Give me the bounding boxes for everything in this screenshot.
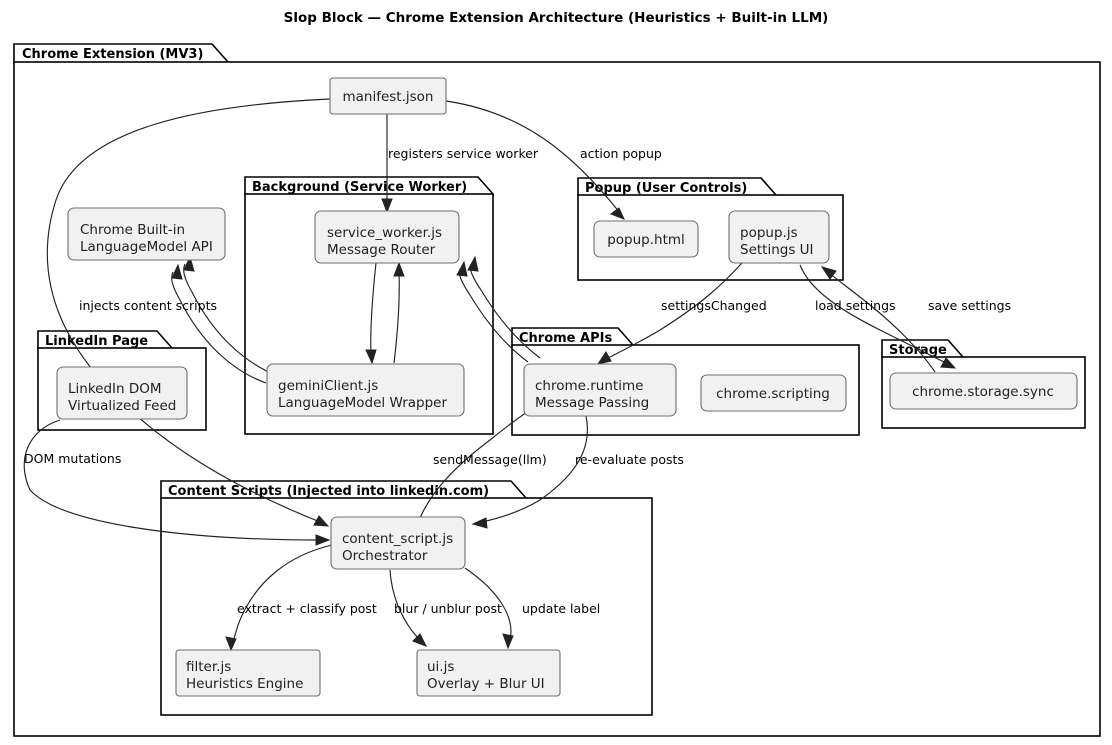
node-label-chrome-runtime-line2: Message Passing — [535, 395, 649, 411]
package-label-content-scripts: Content Scripts (Injected into linkedin.… — [168, 484, 489, 499]
node-chrome-builtin-languagemodel-api[interactable]: Chrome Built-in LanguageModel API — [67, 207, 226, 261]
node-label-linkedin-dom-line2: Virtualized Feed — [68, 398, 176, 414]
edge-popupjs-to-chrome-runtime — [596, 262, 743, 365]
edge-manifest-to-content-script — [46, 98, 331, 527]
node-label-gemini-client-line1: geminiClient.js — [278, 378, 378, 394]
node-label-popup-js-line1: popup.js — [740, 225, 798, 241]
package-label-chrome-extension: Chrome Extension (MV3) — [22, 47, 203, 62]
edge-label-extract-classify-post: extract + classify post — [237, 601, 377, 616]
node-gemini-client-js[interactable]: geminiClient.js LanguageModel Wrapper — [266, 363, 465, 417]
node-label-manifest-json: manifest.json — [342, 89, 433, 105]
package-label-chrome-apis: Chrome APIs — [519, 331, 612, 346]
edge-label-update-label: update label — [522, 601, 600, 616]
edge-chrome-runtime-to-service-worker — [456, 255, 541, 363]
node-chrome-runtime[interactable]: chrome.runtime Message Passing — [523, 363, 677, 417]
node-linkedin-dom[interactable]: LinkedIn DOM Virtualized Feed — [56, 366, 188, 420]
node-label-linkedin-dom-line1: LinkedIn DOM — [68, 381, 162, 397]
node-service-worker-js[interactable]: service_worker.js Message Router — [314, 210, 460, 264]
node-label-content-script-line1: content_script.js — [342, 531, 453, 547]
node-box-popup-js[interactable] — [728, 210, 830, 264]
node-label-popup-html: popup.html — [607, 232, 685, 248]
node-label-ui-js-line1: ui.js — [427, 659, 454, 675]
node-label-filter-js-line1: filter.js — [186, 659, 231, 675]
node-label-gemini-client-line2: LanguageModel Wrapper — [278, 395, 447, 411]
edge-chrome-runtime-to-content-script — [471, 415, 589, 529]
edge-label-settings-changed: settingsChanged — [661, 298, 767, 313]
node-box-chrome-runtime[interactable] — [523, 363, 677, 417]
edge-label-re-evaluate-posts: re-evaluate posts — [575, 452, 684, 467]
node-box-service-worker-js[interactable] — [314, 210, 460, 264]
edge-label-action-popup: action popup — [580, 146, 662, 161]
package-label-popup: Popup (User Controls) — [585, 181, 747, 196]
edge-content-script-to-ui-label — [464, 567, 514, 650]
edge-chrome-storage-to-popupjs — [820, 266, 936, 373]
package-label-linkedin-page: LinkedIn Page — [45, 334, 148, 349]
node-label-filter-js-line2: Heuristics Engine — [186, 676, 303, 692]
node-label-ui-js-line2: Overlay + Blur UI — [427, 676, 545, 692]
node-label-builtin-llm-line2: LanguageModel API — [80, 239, 213, 255]
package-label-background: Background (Service Worker) — [252, 180, 467, 195]
page-title: Slop Block — Chrome Extension Architectu… — [284, 10, 829, 26]
node-label-service-worker-line1: service_worker.js — [327, 225, 442, 241]
edge-label-send-message: sendMessage(llm) — [433, 452, 547, 467]
edge-label-load-settings: load settings — [815, 298, 896, 313]
node-chrome-scripting[interactable]: chrome.scripting — [700, 374, 847, 412]
node-label-chrome-storage-sync: chrome.storage.sync — [912, 384, 1054, 400]
edge-label-blur-unblur-post: blur / unblur post — [394, 601, 502, 616]
edge-manifest-to-popup-html — [445, 100, 625, 220]
node-popup-js[interactable]: popup.js Settings UI — [728, 210, 830, 264]
edge-linkedin-dom-to-content-script — [23, 419, 331, 546]
node-box-filter-js[interactable] — [175, 649, 321, 697]
node-label-popup-js-line2: Settings UI — [740, 242, 814, 258]
node-box-gemini-client-js[interactable] — [266, 363, 465, 417]
node-box-chrome-scripting[interactable] — [700, 374, 847, 412]
edge-label-dom-mutations: DOM mutations — [24, 451, 121, 466]
edge-label-registers-service-worker: registers service worker — [388, 146, 539, 161]
node-manifest-json[interactable]: manifest.json — [329, 77, 447, 115]
edge-popupjs-to-chrome-storage — [799, 264, 957, 369]
node-box-ui-js[interactable] — [416, 649, 561, 697]
node-box-chrome-storage-sync[interactable] — [889, 372, 1078, 410]
edge-service-worker-to-gemini — [365, 262, 377, 365]
node-box-content-script-js[interactable] — [330, 516, 466, 570]
node-box-manifest-json[interactable] — [329, 77, 447, 115]
node-label-chrome-runtime-line1: chrome.runtime — [535, 378, 643, 394]
node-chrome-storage-sync[interactable]: chrome.storage.sync — [889, 372, 1078, 410]
edge-content-script-to-ui-blur — [389, 569, 428, 647]
node-box-linkedin-dom[interactable] — [56, 366, 188, 420]
node-label-chrome-scripting: chrome.scripting — [716, 386, 830, 402]
node-filter-js[interactable]: filter.js Heuristics Engine — [175, 649, 321, 697]
edge-label-layer: registers service worker action popup in… — [24, 146, 1011, 616]
edge-label-save-settings: save settings — [928, 298, 1011, 313]
node-content-script-js[interactable]: content_script.js Orchestrator — [330, 516, 466, 570]
edge-gemini-to-builtin-llm-secondary — [183, 255, 279, 377]
edge-content-script-to-filter — [225, 544, 333, 652]
node-label-builtin-llm-line1: Chrome Built-in — [80, 222, 185, 238]
edge-manifest-to-service-worker — [381, 114, 393, 214]
edge-gemini-to-service-worker — [393, 261, 405, 364]
node-label-content-script-line2: Orchestrator — [342, 548, 428, 564]
node-box-chrome-builtin-languagemodel-api[interactable] — [67, 207, 226, 261]
node-label-service-worker-line2: Message Router — [327, 242, 436, 258]
node-box-popup-html[interactable] — [593, 220, 699, 258]
edge-gemini-to-builtin-llm — [171, 263, 267, 384]
node-ui-js[interactable]: ui.js Overlay + Blur UI — [416, 649, 561, 697]
node-popup-html[interactable]: popup.html — [593, 220, 699, 258]
edge-label-injects-content-scripts: injects content scripts — [79, 298, 217, 313]
